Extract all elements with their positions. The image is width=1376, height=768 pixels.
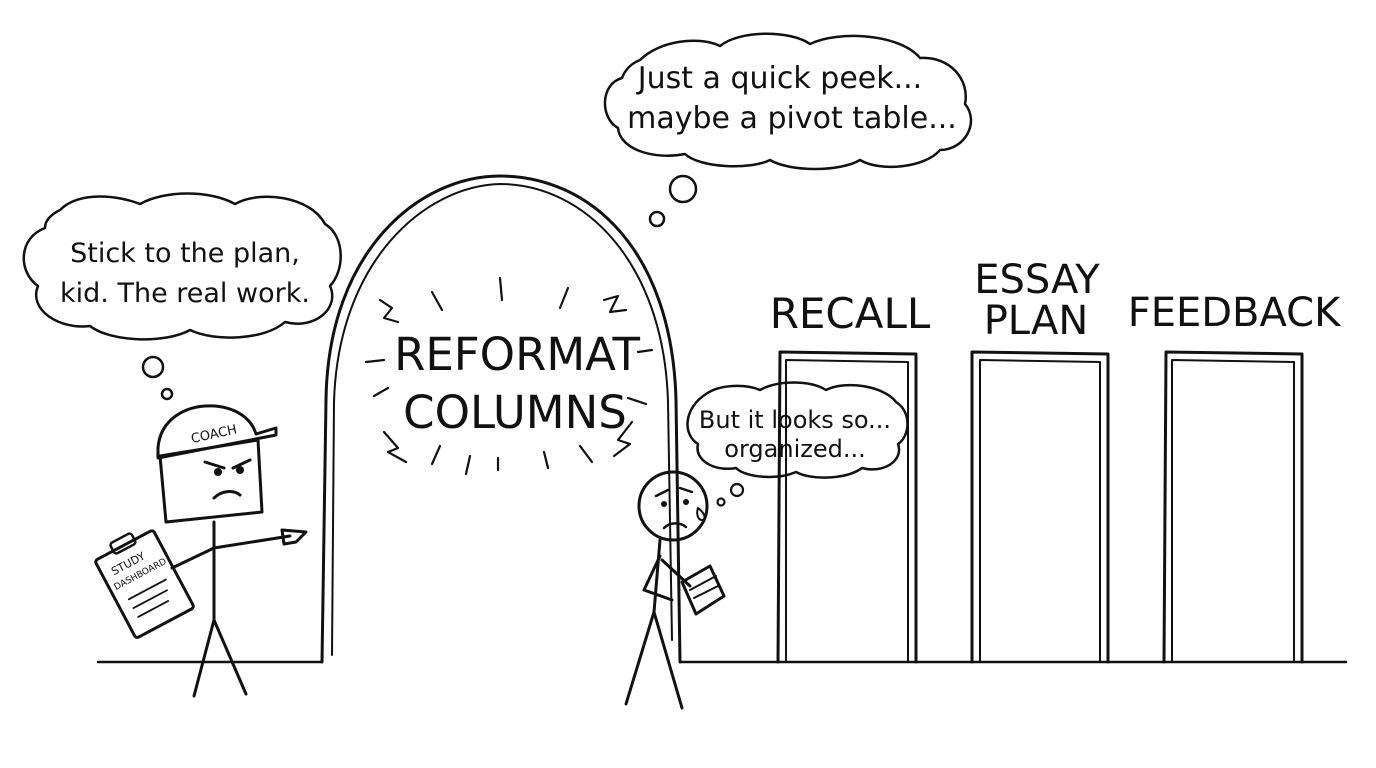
door-feedback-label: FEEDBACK (1128, 290, 1342, 336)
coach-clipboard-arm (170, 546, 216, 570)
student-body (624, 538, 684, 710)
student-big-thought-line-2: maybe a pivot table... (627, 101, 957, 136)
coach-eyebrows (203, 458, 252, 470)
student-big-thought-line-1: Just a quick peek... (636, 61, 922, 96)
student-eye-left (661, 501, 667, 507)
coach-hand (280, 528, 308, 546)
door-feedback: FEEDBACK (1128, 290, 1342, 664)
student-worried-mouth (662, 522, 688, 530)
student-arms (642, 554, 692, 602)
student-small-thought-line-1: But it looks so... (699, 406, 891, 434)
arch-sparkle-lines (364, 276, 654, 476)
arch-inner-stroke (331, 183, 673, 656)
coach-body (192, 520, 248, 698)
student-small-thought-line-2: organized... (724, 435, 865, 463)
door-recall-label: RECALL (770, 289, 931, 338)
door-essay-plan: ESSAY PLAN (970, 257, 1110, 664)
arch-outline (320, 174, 682, 664)
sweat-drop-icon (696, 507, 706, 521)
coach-thought-bubble: Stick to the plan, kid. The real work. (22, 192, 342, 401)
coach-frown (212, 490, 242, 500)
door-essay-plan-label-line-2: PLAN (984, 298, 1089, 344)
coach-thought-line-1: Stick to the plan, (70, 238, 300, 269)
coach-thought-line-2: kid. The real work. (60, 278, 310, 309)
student-head (637, 470, 709, 542)
arch-label-line-1: REFORMAT (394, 328, 640, 381)
student-book (680, 564, 726, 616)
coach-head (158, 438, 264, 524)
coach-eye-left (214, 468, 222, 476)
arch-label-line-2: COLUMNS (403, 386, 627, 439)
student-eyebrows (654, 486, 694, 498)
door-recall-frame (776, 350, 918, 664)
coach-figure: COACH STUDY DASHBOARD (94, 404, 308, 698)
door-essay-plan-frame (970, 350, 1110, 664)
door-essay-plan-label-line-1: ESSAY (974, 257, 1100, 303)
coach-eye-right (236, 466, 244, 474)
student-eye-right (683, 499, 689, 505)
door-recall: RECALL (770, 289, 931, 664)
coach-cap (156, 404, 278, 460)
student-figure (624, 470, 726, 710)
reformat-columns-arch: REFORMAT COLUMNS (320, 174, 682, 664)
book-pages (689, 575, 719, 599)
student-big-thought-bubble: Just a quick peek... maybe a pivot table… (603, 32, 973, 228)
coach-pointing-arm (212, 534, 292, 550)
student-small-thought-bubble: But it looks so... organized... (686, 381, 909, 507)
coach-clipboard: STUDY DASHBOARD (94, 529, 195, 639)
door-feedback-frame (1162, 350, 1304, 664)
